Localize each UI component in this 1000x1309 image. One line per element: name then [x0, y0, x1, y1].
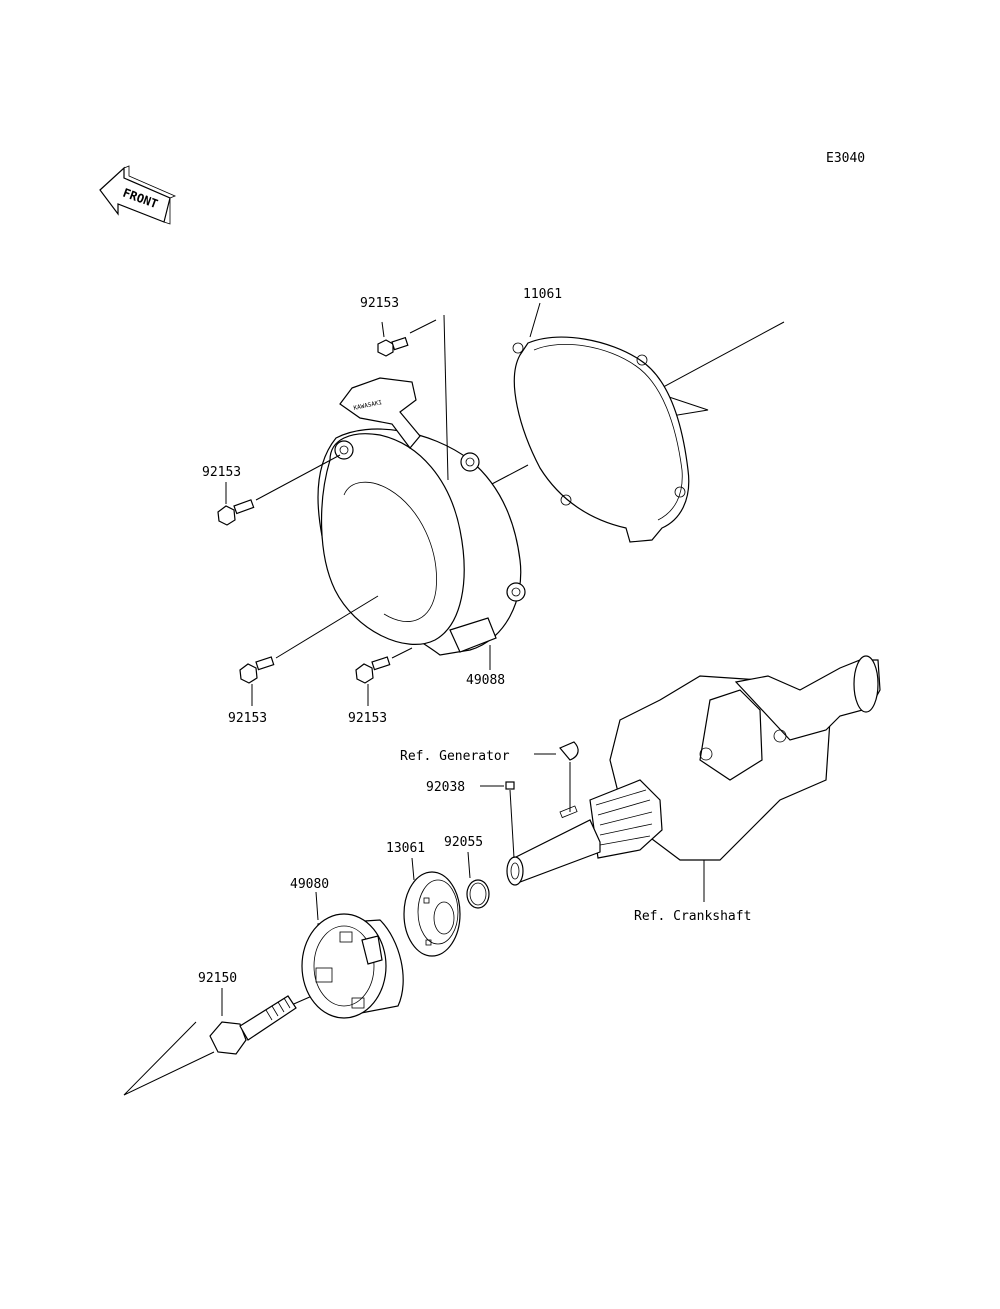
label-plate: 13061	[386, 841, 425, 856]
pulley-part	[301, 913, 404, 1019]
starter-handle	[339, 377, 421, 449]
label-gasket: 11061	[523, 287, 562, 302]
label-bolt-top: 92153	[360, 296, 399, 311]
label-cover: 49088	[466, 673, 505, 688]
front-arrow-icon: FRONT	[99, 165, 177, 225]
label-oring: 92055	[444, 835, 483, 850]
label-bolt-main: 92150	[198, 971, 237, 986]
starter-cover-part: KAWASAKI	[317, 377, 526, 656]
label-key: 92038	[426, 780, 465, 795]
label-pulley: 49080	[290, 877, 329, 892]
crankshaft-part	[506, 655, 881, 886]
label-ref-generator: Ref. Generator	[400, 749, 510, 764]
label-bolt-bottom-left: 92153	[228, 711, 267, 726]
bolt-bottom-mid-part	[355, 656, 391, 684]
gasket-part	[512, 336, 690, 543]
woodruff-key-part	[559, 741, 579, 761]
label-bolt-left: 92153	[202, 465, 241, 480]
oring-part	[466, 879, 490, 909]
plate-part	[403, 871, 461, 957]
label-ref-crankshaft: Ref. Crankshaft	[634, 909, 751, 924]
bolt-top-part	[377, 336, 409, 357]
key-part	[505, 781, 515, 790]
bolt-left-part	[217, 499, 255, 526]
diagram-code: E3040	[826, 151, 865, 166]
bolt-bottom-left-part	[239, 656, 275, 684]
label-bolt-bottom-mid: 92153	[348, 711, 387, 726]
main-bolt-part	[209, 995, 297, 1055]
axis-lower	[123, 1021, 215, 1096]
